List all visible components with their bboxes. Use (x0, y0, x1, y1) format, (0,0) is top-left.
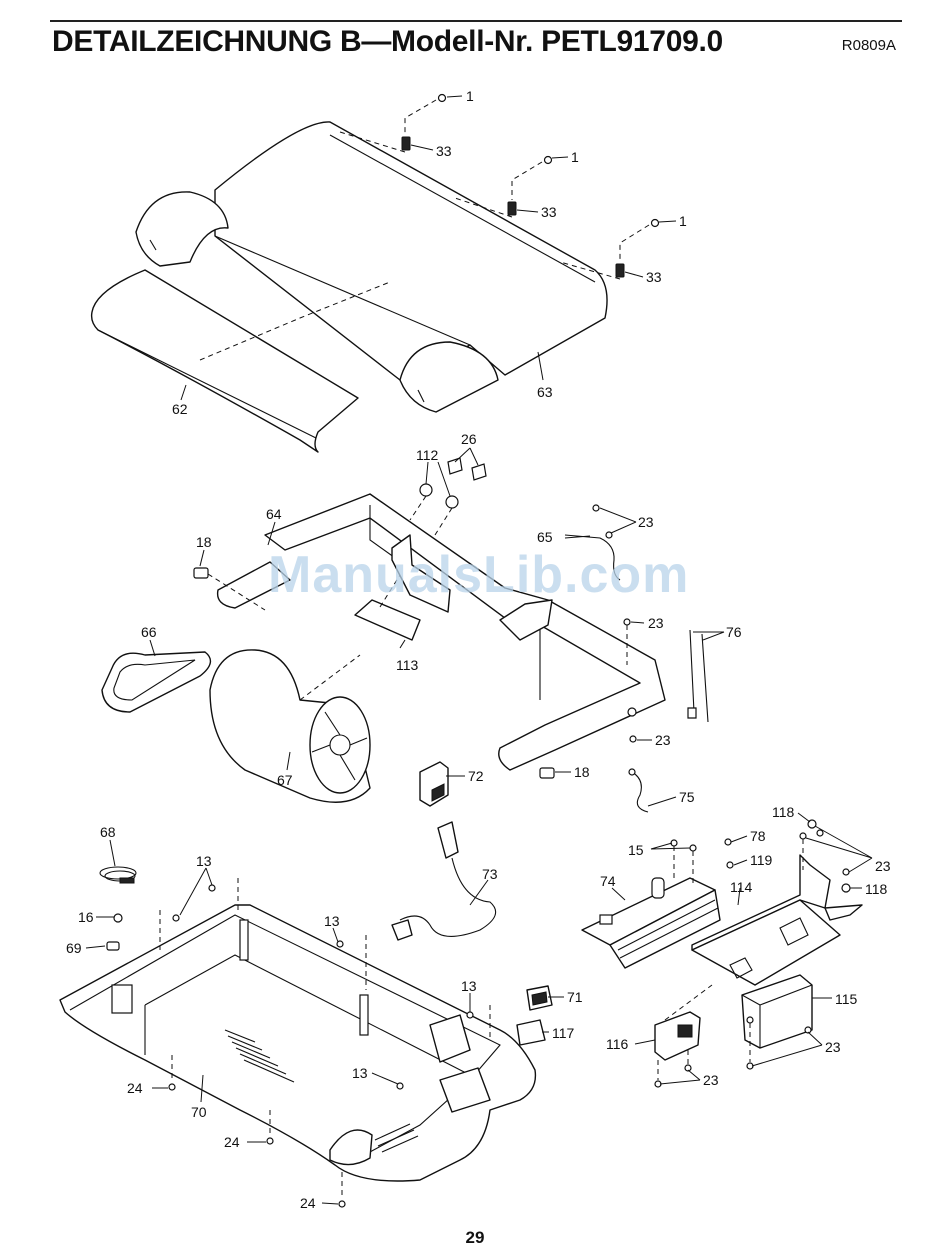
callout-label: 23 (875, 858, 891, 874)
callout-label: 63 (537, 384, 553, 400)
watermark: ManualsLib.com (268, 545, 689, 605)
callout-label: 1 (466, 88, 474, 104)
callout-label: 115 (835, 991, 858, 1007)
callout-label: 69 (66, 940, 82, 956)
callout-label: 16 (78, 909, 94, 925)
callout-label: 23 (703, 1072, 719, 1088)
callout-label: 24 (127, 1080, 143, 1096)
callout-label: 76 (726, 624, 742, 640)
switch-part-72 (420, 762, 448, 806)
capacitor-box-part-115 (742, 975, 812, 1069)
switches-part-71-117 (517, 986, 552, 1045)
callout-label: 62 (172, 401, 188, 417)
callout-label: 1 (679, 213, 687, 229)
callout-label: 33 (541, 204, 557, 220)
callout-label: 118 (865, 881, 888, 897)
base-part-70 (60, 905, 535, 1181)
callout-label: 23 (655, 732, 671, 748)
callout-label: 26 (461, 431, 477, 447)
callout-label: 33 (646, 269, 662, 285)
callout-label: 72 (468, 768, 484, 784)
callout-label: 73 (482, 866, 498, 882)
callout-label: 24 (224, 1134, 240, 1150)
callout-label: 18 (196, 534, 212, 550)
callout-label: 15 (628, 842, 644, 858)
callout-label: 78 (750, 828, 766, 844)
callout-label: 113 (396, 657, 419, 673)
callout-label: 116 (606, 1036, 629, 1052)
page-number: 29 (0, 1228, 950, 1248)
power-cord-part-73 (392, 822, 496, 940)
callout-label: 23 (648, 615, 664, 631)
callout-label: 66 (141, 624, 157, 640)
callout-label: 18 (574, 764, 590, 780)
callout-label: 33 (436, 143, 452, 159)
callout-label: 71 (567, 989, 583, 1005)
callout-label: 74 (600, 873, 616, 889)
callout-label: 65 (537, 529, 553, 545)
callout-label: 1 (571, 149, 579, 165)
callout-label: 75 (679, 789, 695, 805)
callout-label: 68 (100, 824, 116, 840)
callout-label: 13 (352, 1065, 368, 1081)
callout-label: 67 (277, 772, 293, 788)
callout-label: 114 (730, 879, 753, 895)
callout-label: 70 (191, 1104, 207, 1120)
callout-label: 23 (638, 514, 654, 530)
callout-label: 13 (461, 978, 477, 994)
drive-belt-part-66 (102, 652, 210, 712)
callout-label: 117 (552, 1025, 575, 1041)
callout-label: 13 (324, 913, 340, 929)
sensor-wire-part-68 (100, 867, 136, 883)
callout-label: 23 (825, 1039, 841, 1055)
callout-label: 119 (750, 852, 773, 868)
callout-label: 24 (300, 1195, 316, 1211)
clip-part-76 (688, 630, 708, 722)
callout-label: 112 (416, 447, 439, 463)
callout-label: 13 (196, 853, 212, 869)
callout-label: 118 (772, 804, 795, 820)
callout-label: 64 (266, 506, 282, 522)
